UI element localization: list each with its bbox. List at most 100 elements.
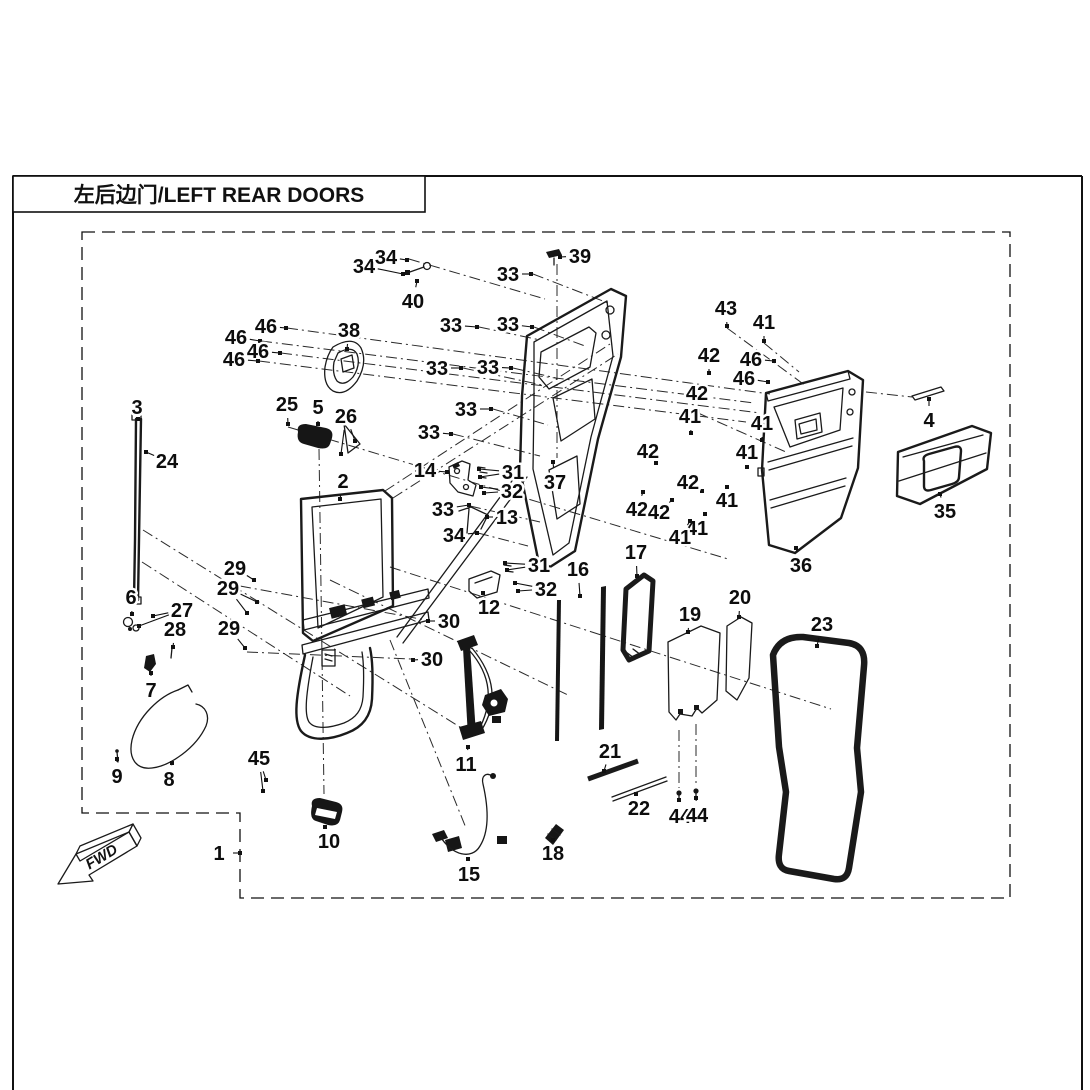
svg-text:33: 33 [418,422,440,444]
callout-44: 44 [683,796,711,830]
svg-text:46: 46 [225,327,247,349]
part-21-strip [587,758,639,782]
svg-text:14: 14 [414,460,437,482]
part-7-bracket [144,654,156,672]
callout-33: 33 [437,313,479,340]
callout-5: 5 [310,395,326,426]
callout-31: 31 [477,460,527,487]
callout-2: 2 [335,469,351,501]
callout-33: 33 [494,312,534,339]
svg-text:42: 42 [677,472,699,494]
svg-text:45: 45 [248,748,270,770]
callout-42: 42 [645,498,674,527]
part-17-channel-seal [620,572,656,663]
callout-46: 46 [730,366,770,393]
part-15-harness [432,773,507,855]
callout-13: 13 [485,505,521,532]
svg-text:17: 17 [625,542,647,564]
title-box [12,175,426,213]
callout-34: 34 [350,254,405,281]
callout-42: 42 [683,381,711,413]
svg-text:36: 36 [790,555,812,577]
svg-text:25: 25 [276,394,298,416]
callout-32: 32 [513,577,560,604]
part-26-clip [343,423,361,454]
svg-text:41: 41 [716,490,738,512]
part-10-inner-handle [311,798,343,826]
svg-text:27: 27 [171,600,193,622]
callout-42: 42 [695,343,723,375]
svg-text:19: 19 [679,604,701,626]
svg-text:46: 46 [255,316,277,338]
svg-text:33: 33 [477,357,499,379]
svg-text:21: 21 [599,741,621,763]
drawing-frame: 左后边门/LEFT REAR DOORS [12,175,1083,1090]
svg-text:32: 32 [501,481,523,503]
callout-29: 29 [214,576,259,615]
svg-text:29: 29 [217,578,239,600]
part-36-outer-panel [757,369,865,555]
callout-37: 37 [541,460,569,497]
callout-29: 29 [215,616,247,650]
svg-text:33: 33 [440,315,462,337]
callout-30: 30 [426,609,463,636]
callout-41: 41 [748,411,776,442]
callout-35: 35 [931,492,959,526]
part-40-lever [405,261,432,275]
callout-12: 12 [475,591,503,622]
callout-33: 33 [429,497,471,524]
callout-36: 36 [787,546,815,580]
page-title: 左后边门/LEFT REAR DOORS [74,183,365,207]
callout-46: 46 [220,347,260,374]
part-20-quarter-glass [725,616,753,701]
svg-text:41: 41 [736,442,758,464]
svg-text:33: 33 [455,399,477,421]
callout-33: 33 [452,397,493,424]
callout-41: 41 [683,512,711,543]
svg-text:12: 12 [478,597,500,619]
callout-22: 22 [625,792,653,823]
callout-8: 8 [161,761,177,794]
svg-text:42: 42 [698,345,720,367]
svg-text:42: 42 [648,502,670,524]
callout-34: 34 [372,245,409,272]
callout-18: 18 [539,838,567,868]
part-8-cable [130,684,209,769]
callout-46: 46 [737,347,776,374]
callout-41: 41 [676,404,704,435]
callout-3: 3 [129,395,145,422]
svg-text:46: 46 [223,349,245,371]
callout-33: 33 [474,355,513,382]
callout-27: 27 [137,598,196,628]
svg-text:41: 41 [679,406,701,428]
callout-17: 17 [622,540,650,578]
svg-text:44: 44 [686,805,709,827]
svg-text:34: 34 [375,247,398,269]
svg-text:35: 35 [934,501,956,523]
svg-text:40: 40 [402,291,424,313]
part-16-run-channel [555,586,606,741]
callout-39: 39 [558,244,594,271]
callout-42: 42 [623,490,651,524]
part-11-window-regulator [457,635,508,740]
svg-text:32: 32 [535,579,557,601]
callout-20: 20 [726,585,754,619]
callout-40: 40 [399,279,427,316]
svg-text:16: 16 [567,559,589,581]
svg-text:37: 37 [544,472,566,494]
callout-41: 41 [713,485,741,515]
svg-text:46: 46 [740,349,762,371]
callout-9: 9 [109,757,125,791]
callout-44: 44 [666,798,694,831]
callout-23: 23 [808,612,836,648]
callout-42: 42 [634,439,661,466]
svg-text:41: 41 [686,518,708,540]
part-35-lower-panel [895,424,993,506]
callout-6: 6 [123,585,139,616]
svg-text:4: 4 [923,410,935,432]
svg-text:6: 6 [125,587,136,609]
svg-text:29: 29 [218,618,240,640]
svg-text:34: 34 [443,525,466,547]
part-37-inner-panel [396,287,628,644]
svg-text:44: 44 [669,806,692,828]
